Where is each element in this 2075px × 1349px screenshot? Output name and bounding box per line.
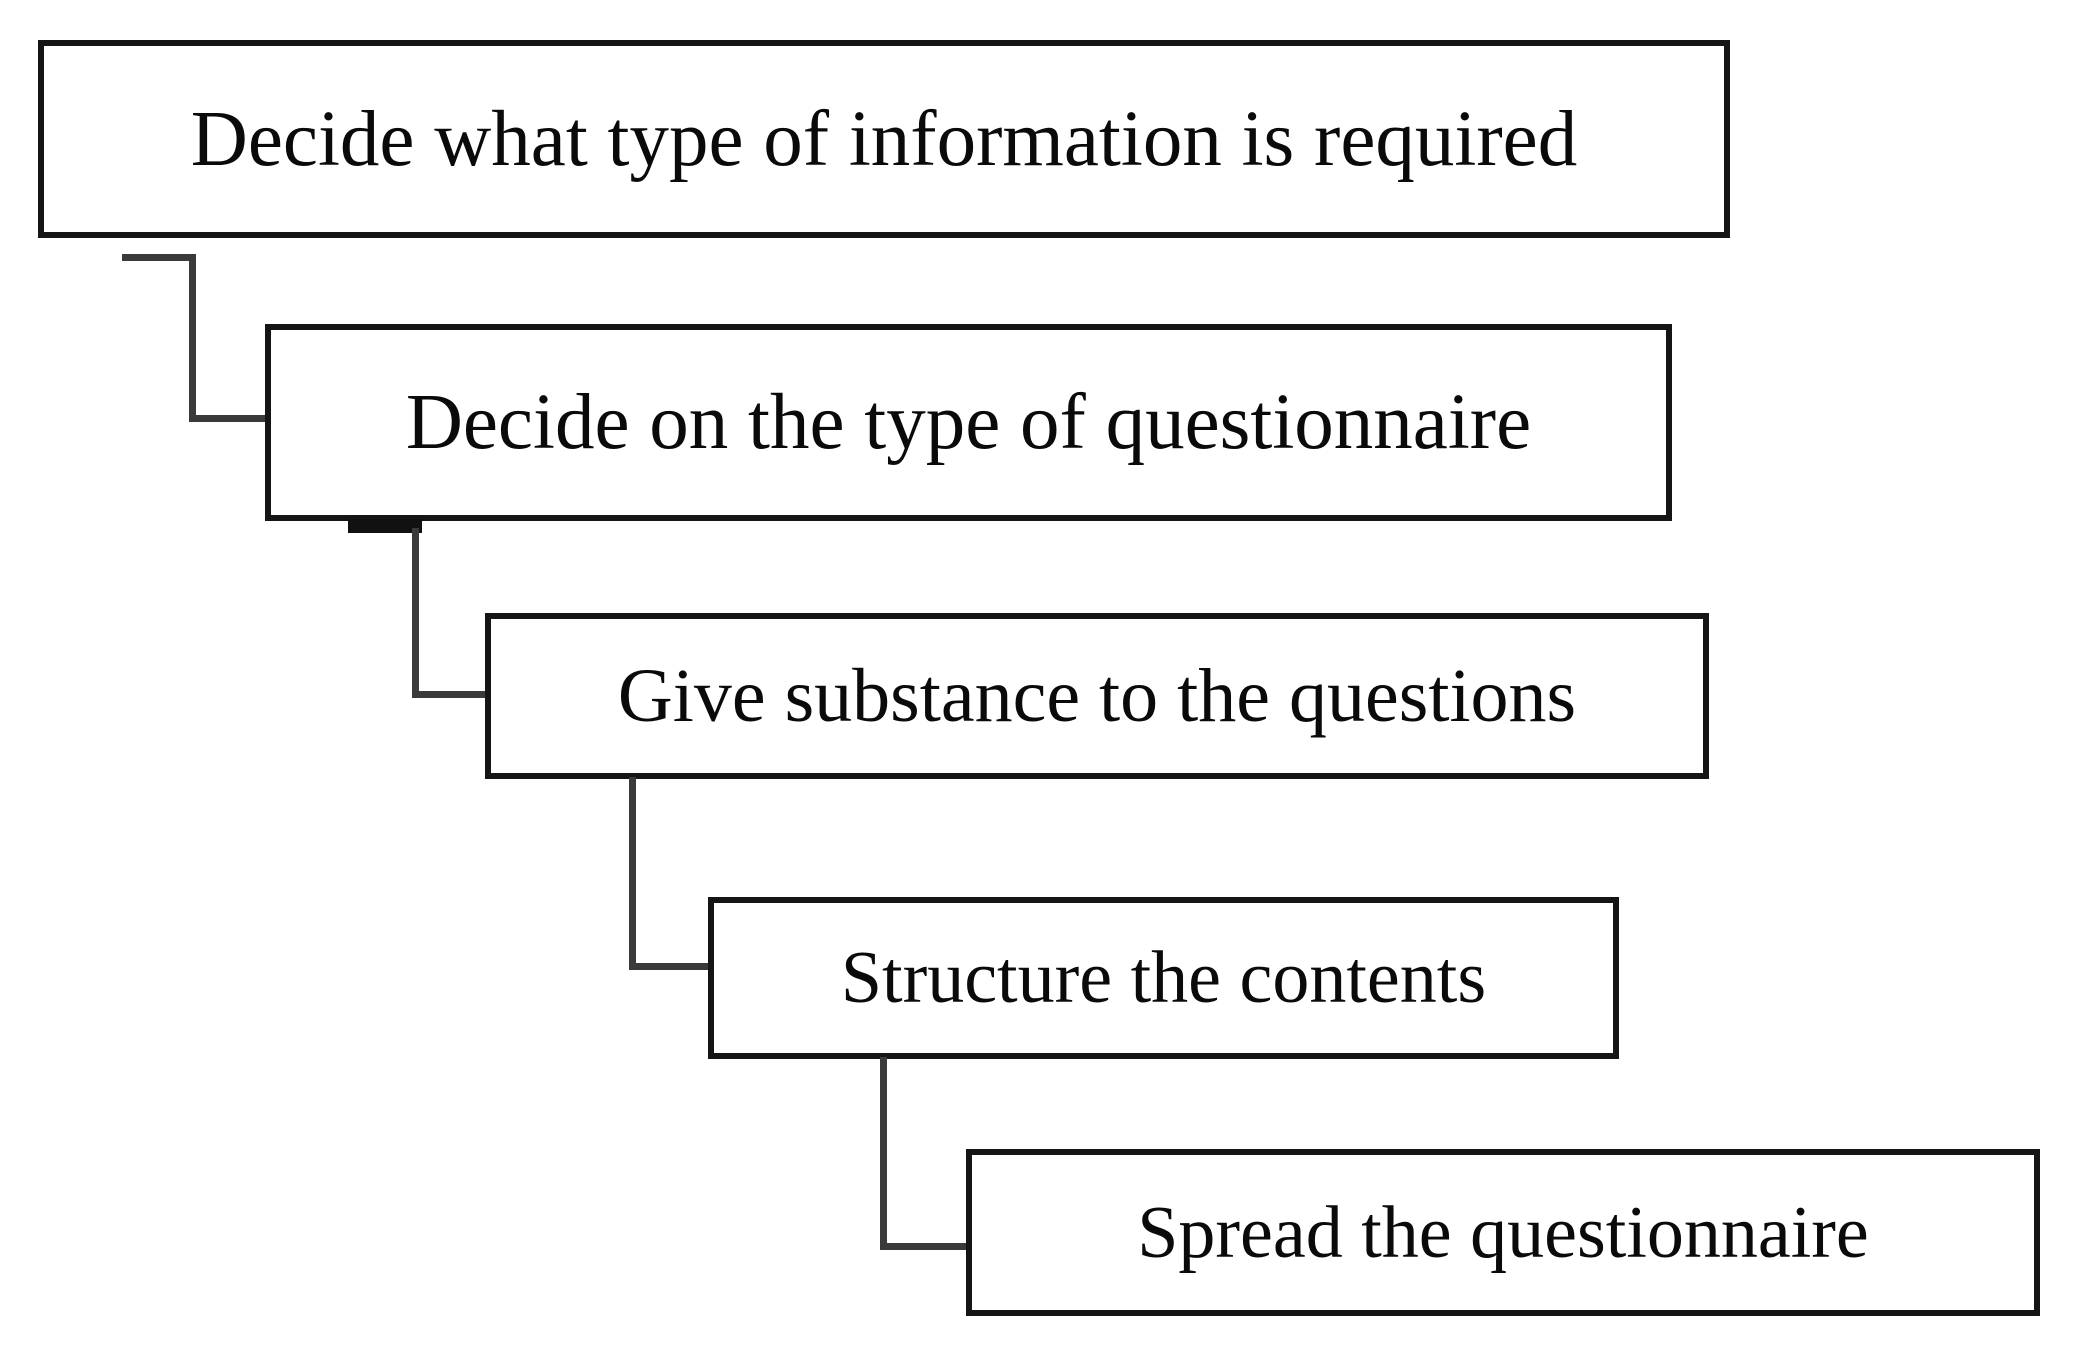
connector-2-horizontal-line xyxy=(412,691,488,698)
flow-step-4-box: Structure the contents xyxy=(708,897,1619,1059)
flow-step-1-label: Decide what type of information is requi… xyxy=(190,95,1578,183)
connector-2-vertical-line xyxy=(412,528,419,698)
connector-4-horizontal-line xyxy=(880,1243,969,1250)
connector-4-vertical-line xyxy=(880,1057,887,1250)
flow-step-5-box: Spread the questionnaire xyxy=(966,1149,2040,1316)
flow-step-5-label: Spread the questionnaire xyxy=(1137,1191,1869,1274)
flow-step-3-label: Give substance to the questions xyxy=(617,654,1577,738)
flow-step-1-box: Decide what type of information is requi… xyxy=(38,40,1730,238)
connector-3-vertical-line xyxy=(629,777,636,970)
connector-1-horizontal-line xyxy=(189,415,267,422)
connector-2-top-stub xyxy=(348,519,422,533)
connector-1-top-stub xyxy=(122,254,196,261)
flow-step-2-box: Decide on the type of questionnaire xyxy=(265,324,1672,521)
flow-step-3-box: Give substance to the questions xyxy=(485,613,1709,779)
flow-step-2-label: Decide on the type of questionnaire xyxy=(405,379,1532,466)
flow-step-4-label: Structure the contents xyxy=(840,937,1487,1019)
connector-3-horizontal-line xyxy=(629,963,711,970)
connector-1-vertical-line xyxy=(189,254,196,422)
